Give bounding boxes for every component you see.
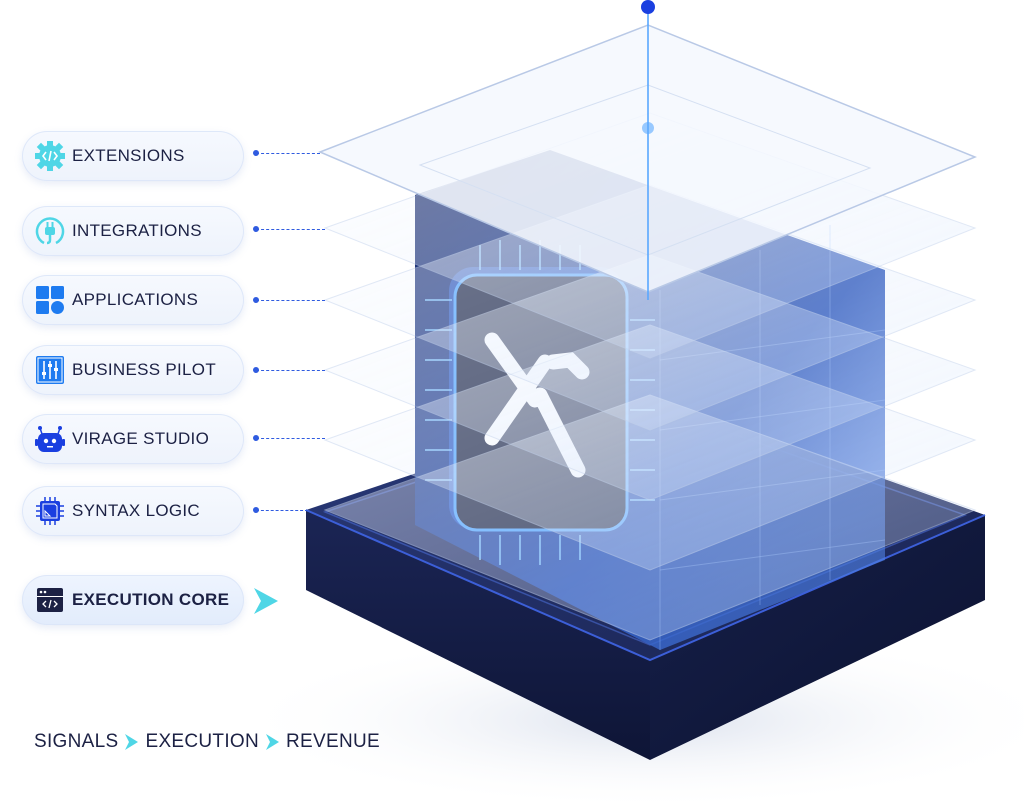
- layer-label: VIRAGE STUDIO: [72, 429, 210, 448]
- layer-label: SYNTAX LOGIC: [72, 501, 200, 520]
- glass-layers: [318, 0, 977, 641]
- flow-step: REVENUE: [286, 731, 380, 752]
- chevron-right-icon: [254, 588, 278, 614]
- connector-extensions: [253, 150, 320, 156]
- robot-icon: [34, 423, 66, 455]
- chevron-right-icon: [125, 734, 139, 750]
- layer-business-pilot[interactable]: BUSINESS PILOT: [22, 345, 244, 395]
- plug-icon: [34, 215, 66, 247]
- apps-grid-icon: [34, 284, 66, 316]
- connector-business-pilot: [253, 367, 325, 373]
- layer-virage-studio[interactable]: VIRAGE STUDIO: [22, 414, 244, 464]
- layer-extensions[interactable]: EXTENSIONS: [22, 131, 244, 181]
- layer-integrations[interactable]: INTEGRATIONS: [22, 206, 244, 256]
- connector-syntax-logic: [253, 507, 308, 513]
- top-node-dot: [641, 0, 655, 14]
- layer-syntax-logic[interactable]: SYNTAX LOGIC: [22, 486, 244, 536]
- connector-applications: [253, 297, 325, 303]
- flow-caption: SIGNALS EXECUTION REVENUE: [34, 731, 380, 753]
- connector-virage-studio: [253, 435, 325, 441]
- layer-label: BUSINESS PILOT: [72, 360, 217, 379]
- flow-step: SIGNALS: [34, 731, 119, 752]
- chip-icon: [34, 495, 66, 527]
- layer-label: INTEGRATIONS: [72, 221, 202, 240]
- chevron-right-icon: [266, 734, 280, 750]
- layer-label: EXTENSIONS: [72, 146, 185, 165]
- layer-label: APPLICATIONS: [72, 290, 199, 309]
- flow-step: EXECUTION: [145, 731, 260, 752]
- layer-label: EXECUTION CORE: [72, 590, 230, 609]
- layer-applications[interactable]: APPLICATIONS: [22, 275, 244, 325]
- code-window-icon: [34, 584, 66, 616]
- gear-code-icon: [34, 140, 66, 172]
- sliders-icon: [34, 354, 66, 386]
- connector-integrations: [253, 226, 325, 232]
- layer-execution-core[interactable]: EXECUTION CORE: [22, 575, 244, 625]
